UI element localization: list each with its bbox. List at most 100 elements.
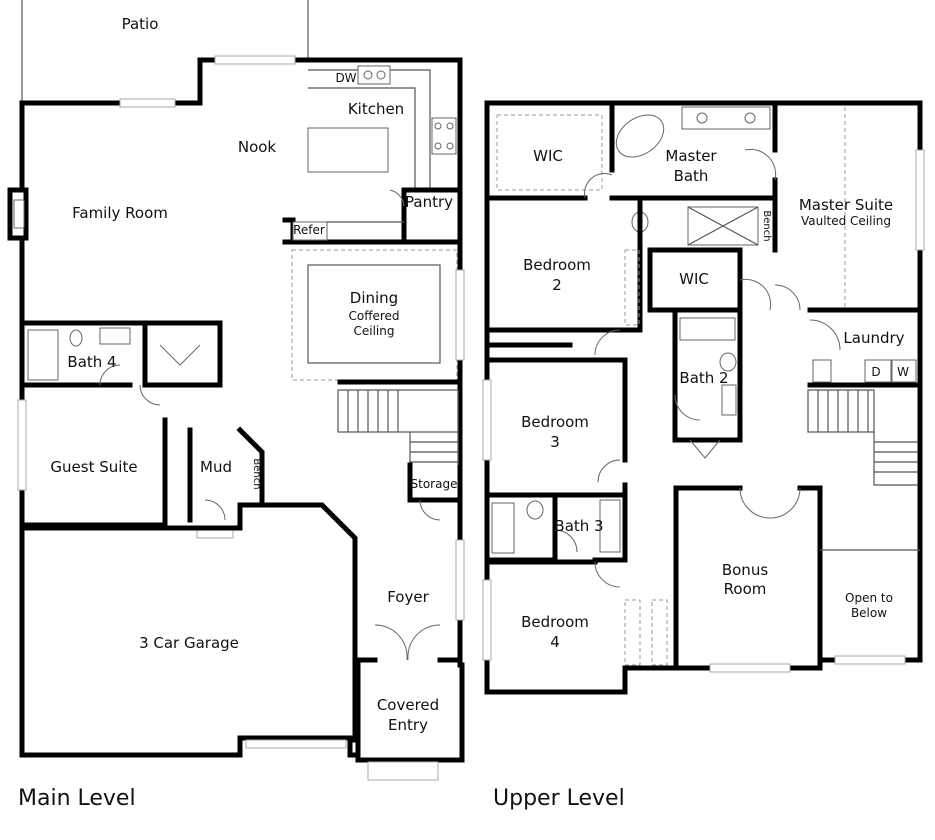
nook-label: Nook (238, 138, 277, 156)
covered-entry-label-2: Entry (388, 716, 428, 734)
covered-entry-wall (355, 662, 465, 763)
closet (624, 249, 640, 326)
bedroom3-door (597, 459, 621, 483)
washer (891, 359, 917, 383)
wic-center-wall (647, 247, 743, 313)
bath4-label: Bath 4 (67, 353, 116, 371)
bath2-door (674, 394, 701, 421)
dryer (864, 359, 892, 383)
wic-door (584, 173, 613, 199)
wic-shelf (496, 114, 603, 191)
window (482, 579, 492, 661)
bath3-door (554, 529, 578, 553)
bedroom3-wall (484, 482, 628, 498)
open-below-label-2: Below (851, 606, 887, 620)
master-bath-label-1: Master (665, 147, 717, 165)
upper-stairs (807, 389, 918, 486)
closet (651, 599, 668, 666)
entry-step (367, 761, 439, 781)
master-suite-label: Master Suite (799, 196, 893, 214)
linen-doors (689, 439, 721, 459)
window (455, 539, 465, 621)
bedroom3-label-2: 3 (550, 433, 560, 451)
bedroom2-label-1: Bedroom (523, 256, 591, 274)
shower (27, 329, 59, 381)
laundry-label: Laundry (843, 329, 904, 347)
bonus-door (739, 487, 771, 519)
window (915, 149, 925, 251)
closet-doors (159, 344, 201, 366)
guest-door (139, 384, 161, 406)
vaulted-ceiling-label: Vaulted Ceiling (801, 214, 891, 228)
bonus-door (769, 487, 801, 519)
refer-wall (282, 217, 296, 245)
dining-note-2: Ceiling (354, 324, 395, 338)
pantry-label: Pantry (405, 193, 453, 211)
window (709, 663, 791, 673)
garage-door (245, 739, 347, 749)
bedroom2-label-2: 2 (552, 276, 562, 294)
dining-ceiling-outline (291, 249, 458, 381)
washer-label: W (897, 365, 909, 379)
toilet (526, 500, 544, 520)
bath3-vanity (599, 499, 621, 553)
bedroom3-label-1: Bedroom (521, 413, 589, 431)
window (214, 55, 296, 65)
bedroom2-door (594, 329, 621, 356)
window (119, 98, 176, 108)
main-level: Patio Kitchen DW Nook Family Room Pantry… (7, 0, 465, 781)
mud-bench-label: Bench (251, 458, 262, 489)
fireplace-box (13, 199, 25, 229)
master-bath-door (744, 148, 777, 181)
dining-coffer (307, 264, 441, 364)
vanity (681, 106, 771, 130)
bath2-vanity (721, 384, 737, 416)
kitchen-label: Kitchen (348, 100, 404, 118)
bedroom4-label-2: 4 (550, 633, 560, 651)
kitchen-counter (308, 87, 416, 190)
toilet (69, 329, 83, 347)
master-bench-label: Bench (761, 210, 772, 241)
hall-door (774, 284, 801, 311)
toilet (719, 352, 737, 372)
dining-note-1: Coffered (348, 309, 399, 323)
bath2-label: Bath 2 (679, 369, 728, 387)
garage-label: 3 Car Garage (139, 634, 239, 652)
sink-basin (363, 70, 373, 80)
cooktop (431, 117, 457, 155)
main-level-title: Main Level (18, 786, 136, 811)
tub (491, 502, 515, 554)
guest-suite-label: Guest Suite (50, 458, 137, 476)
pantry-door (389, 189, 405, 207)
master-bath-label-2: Bath (674, 167, 709, 185)
tub (615, 114, 665, 158)
kitchen-sink (357, 65, 391, 85)
wic-label: WIC (533, 147, 563, 165)
closet (624, 599, 641, 666)
kitchen-counter (308, 69, 431, 190)
window (834, 655, 906, 665)
covered-entry-label-1: Covered (377, 696, 439, 714)
dining-label: Dining (350, 289, 398, 307)
dryer-label: D (871, 365, 880, 379)
bonus-label-1: Bonus (722, 561, 768, 579)
window (455, 269, 465, 361)
dishwasher-label: DW (335, 71, 356, 85)
bedroom4-label-1: Bedroom (521, 613, 589, 631)
bonus-wall (797, 485, 823, 668)
open-below-label-1: Open to (845, 591, 893, 605)
bedroom3-wall (484, 357, 628, 463)
storage-label: Storage (411, 477, 458, 491)
tub (679, 317, 736, 341)
bonus-label-2: Room (724, 580, 767, 598)
kitchen-island (307, 127, 389, 173)
family-room-label: Family Room (72, 204, 168, 222)
upper-level-title: Upper Level (493, 786, 625, 811)
storage-wall (407, 462, 463, 503)
wic-center-door (739, 278, 772, 311)
refer-label: Refer (293, 223, 325, 237)
wic-center-label: WIC (679, 270, 709, 288)
mud-door (204, 499, 226, 521)
foyer-label: Foyer (387, 588, 429, 606)
